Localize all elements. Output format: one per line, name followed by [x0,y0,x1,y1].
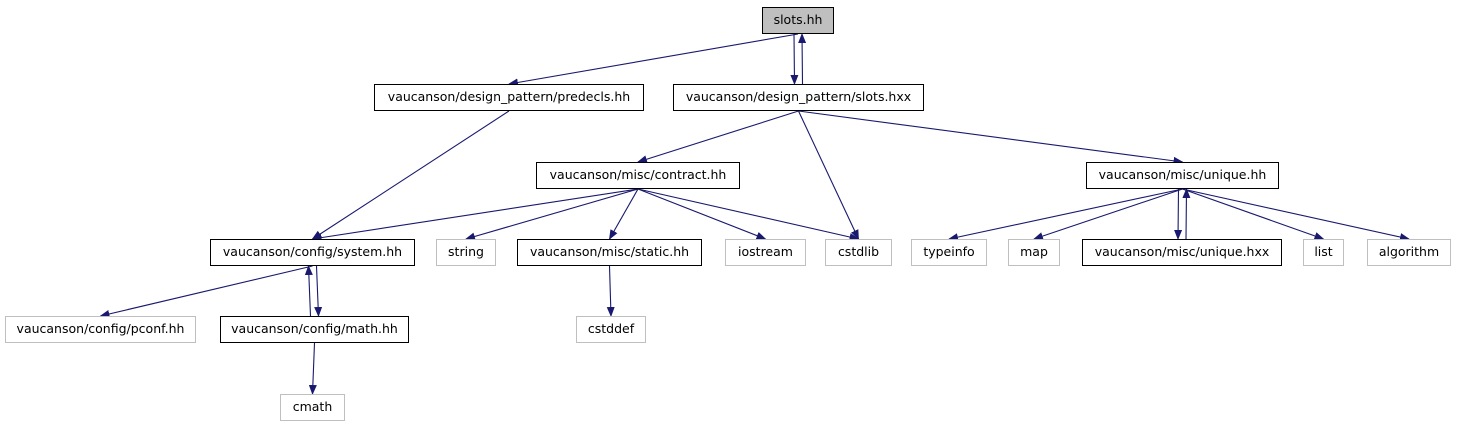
edge-unique-to-typeinfo [948,188,1183,242]
node-predecls-hh[interactable]: vaucanson/design_pattern/predecls.hh [374,84,644,111]
edge-math-to-system [304,265,313,317]
node-slots-hh[interactable]: slots.hh [762,7,834,34]
edge-unique-to-algorithm [1182,188,1410,241]
edge-contract-to-iostream [637,188,767,240]
edge-system-to-pconf [99,265,313,318]
node-system-hh[interactable]: vaucanson/config/system.hh [210,239,415,266]
edge-unique-to-unique_hxx [1174,188,1183,240]
node-math-hh[interactable]: vaucanson/config/math.hh [220,316,409,343]
edge-system-to-math [314,265,323,317]
node-static-hh[interactable]: vaucanson/misc/static.hh [517,239,702,266]
node-cstddef: cstddef [576,316,646,343]
node-unique-hxx[interactable]: vaucanson/misc/unique.hxx [1082,239,1282,266]
edge-contract-to-string [465,188,639,241]
edge-slots_hh-to-predecls [508,33,799,87]
node-contract-hh[interactable]: vaucanson/misc/contract.hh [536,162,740,189]
node-typeinfo: typeinfo [911,239,987,266]
edge-math-to-cmath [308,342,317,395]
node-slots-hxx[interactable]: vaucanson/design_pattern/slots.hxx [673,84,924,111]
edge-static-to-cstddef [606,265,615,317]
edge-contract-to-static [609,188,639,240]
edge-unique-to-map [1033,188,1183,240]
node-iostream: iostream [725,239,806,266]
edge-slots_hxx-to-slots_hh [798,33,807,85]
edge-unique_hxx-to-unique [1182,188,1191,240]
edge-contract-to-system [311,188,639,242]
edge-unique-to-list [1182,188,1325,240]
node-cstdlib: cstdlib [825,239,892,266]
edge-contract-to-cstdlib [637,188,860,241]
node-cmath: cmath [280,394,345,421]
node-pconf-hh: vaucanson/config/pconf.hh [5,316,196,343]
edge-slots_hh-to-slots_hxx [790,33,799,85]
node-map: map [1008,239,1060,266]
edge-predecls-to-system [311,110,510,240]
edge-slots_hxx-to-unique [798,110,1184,165]
edge-slots_hxx-to-contract [637,110,799,164]
edge-slots_hxx-to-cstdlib [798,110,859,240]
node-string: string [436,239,496,266]
node-list: list [1303,239,1344,266]
node-unique-hh[interactable]: vaucanson/misc/unique.hh [1086,162,1279,189]
node-algorithm: algorithm [1367,239,1451,266]
